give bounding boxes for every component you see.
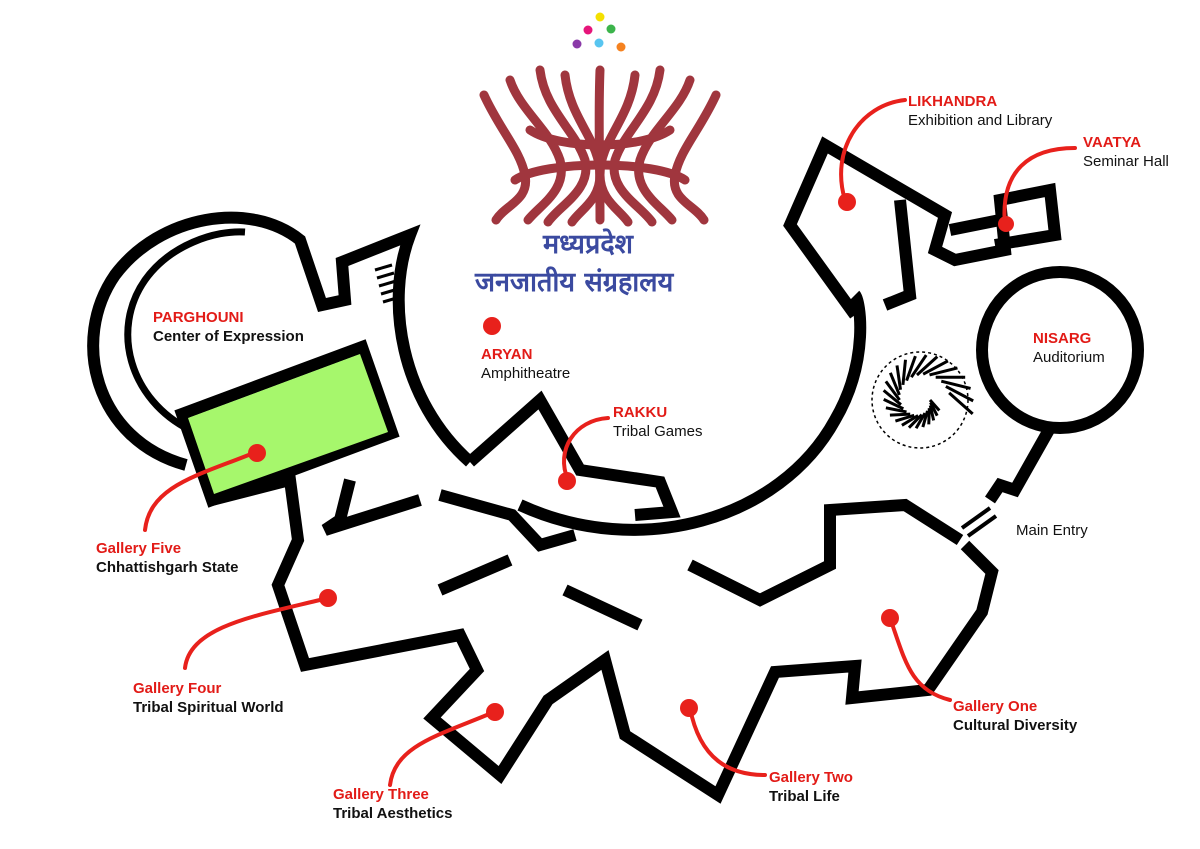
spiral-ray (928, 399, 941, 412)
area-label-rakku[interactable]: RAKKU Tribal Games (613, 403, 702, 441)
stair-hatching (374, 263, 401, 304)
area-desc: Tribal Life (769, 788, 840, 805)
marker-rakku (558, 472, 576, 490)
area-name: Gallery Three (333, 786, 429, 803)
area-desc: Tribal Games (613, 423, 703, 440)
spiral-ray (884, 380, 901, 401)
area-desc: Exhibition and Library (908, 112, 1053, 129)
logo-dot (616, 42, 626, 52)
area-name: VAATYA (1083, 134, 1142, 151)
area-name: NISARG (1033, 330, 1092, 347)
logo-title-line2: जनजातीय संग्रहालय (475, 267, 674, 298)
logo-dot (572, 39, 582, 49)
marker-gallery-five (248, 444, 266, 462)
spiral-ray (910, 354, 928, 379)
spiral-ray (888, 372, 901, 396)
area-desc: Seminar Hall (1083, 153, 1169, 170)
spiral-ray (929, 366, 958, 377)
marker-gallery-three (486, 703, 504, 721)
area-label-aryan[interactable]: ARYAN Amphitheatre (481, 345, 570, 383)
spiral-ray (940, 379, 971, 390)
area-desc: Tribal Aesthetics (333, 805, 453, 822)
marker-gallery-four (319, 589, 337, 607)
spiral-ray (889, 412, 911, 417)
marker-gallery-one (881, 609, 899, 627)
spiral-ray (927, 408, 931, 425)
area-desc: Auditorium (1033, 349, 1105, 366)
area-name: Gallery One (953, 698, 1038, 715)
museum-logo (479, 12, 721, 227)
spiral-ray (929, 401, 939, 417)
spiral-ray (895, 365, 903, 390)
marker-gallery-two (680, 699, 698, 717)
spiral-ray (945, 385, 974, 403)
area-label-gallery-three[interactable]: Gallery Three Tribal Aesthetics (333, 785, 453, 823)
area-name: Gallery Four (133, 680, 222, 697)
area-label-nisarg[interactable]: NISARG Auditorium (1033, 329, 1105, 367)
area-label-gallery-five[interactable]: Gallery Five Chhattishgarh State (96, 539, 239, 577)
area-label-vaatya[interactable]: VAATYA Seminar Hall (1083, 133, 1169, 171)
area-desc: Chhattishgarh State (96, 559, 239, 576)
spiral-ray (914, 412, 927, 429)
spiral-sculpture-icon (871, 351, 974, 449)
spiral-ray (921, 410, 929, 428)
area-name: LIKHANDRA (908, 93, 998, 110)
main-entry-label[interactable]: Main Entry (1016, 522, 1088, 539)
spiral-ray (882, 389, 902, 406)
spiral-ray (883, 398, 904, 411)
spiral-ray (885, 406, 907, 414)
marker-vaatya (998, 216, 1014, 232)
leader-lines (143, 98, 1077, 787)
main-entry-arrow-icon (960, 506, 998, 538)
area-name: Gallery Five (96, 540, 182, 557)
area-desc: Amphitheatre (481, 365, 571, 382)
area-label-gallery-four[interactable]: Gallery Four Tribal Spiritual World (133, 679, 284, 717)
spiral-ray (901, 359, 907, 386)
logo-dot (606, 24, 616, 34)
area-label-likhandra[interactable]: LIKHANDRA Exhibition and Library (908, 92, 1052, 130)
logo-colored-dots (572, 12, 626, 52)
spiral-ray (894, 413, 915, 423)
spiral-ray (928, 405, 936, 421)
marker-aryan (483, 317, 501, 335)
area-label-gallery-two[interactable]: Gallery Two Tribal Life (769, 768, 853, 806)
logo-dot (595, 12, 605, 22)
spiral-ray (915, 355, 939, 377)
spiral-ray (907, 413, 923, 429)
spiral-ray (948, 391, 974, 416)
logo-title-line1: मध्यप्रदेश (543, 229, 634, 260)
marker-likhandra (838, 193, 856, 211)
logo-dot (594, 38, 604, 48)
area-name: RAKKU (613, 404, 668, 421)
area-desc: Center of Expression (153, 328, 304, 345)
area-label-gallery-one[interactable]: Gallery One Cultural Diversity (953, 697, 1077, 735)
area-name: Gallery Two (769, 769, 853, 786)
location-markers (248, 193, 1014, 721)
logo-dot (583, 25, 593, 35)
logo-tree-mark (479, 65, 721, 227)
area-desc: Tribal Spiritual World (133, 699, 284, 716)
area-name: PARGHOUNI (153, 309, 244, 326)
area-desc: Cultural Diversity (953, 717, 1078, 734)
spiral-ray (922, 359, 949, 376)
area-label-parghouni[interactable]: PARGHOUNI Center of Expression (153, 308, 304, 346)
spiral-ray (905, 355, 917, 382)
spiral-ray (901, 414, 919, 427)
building-walls (87, 136, 1144, 804)
area-name: ARYAN (481, 346, 533, 363)
